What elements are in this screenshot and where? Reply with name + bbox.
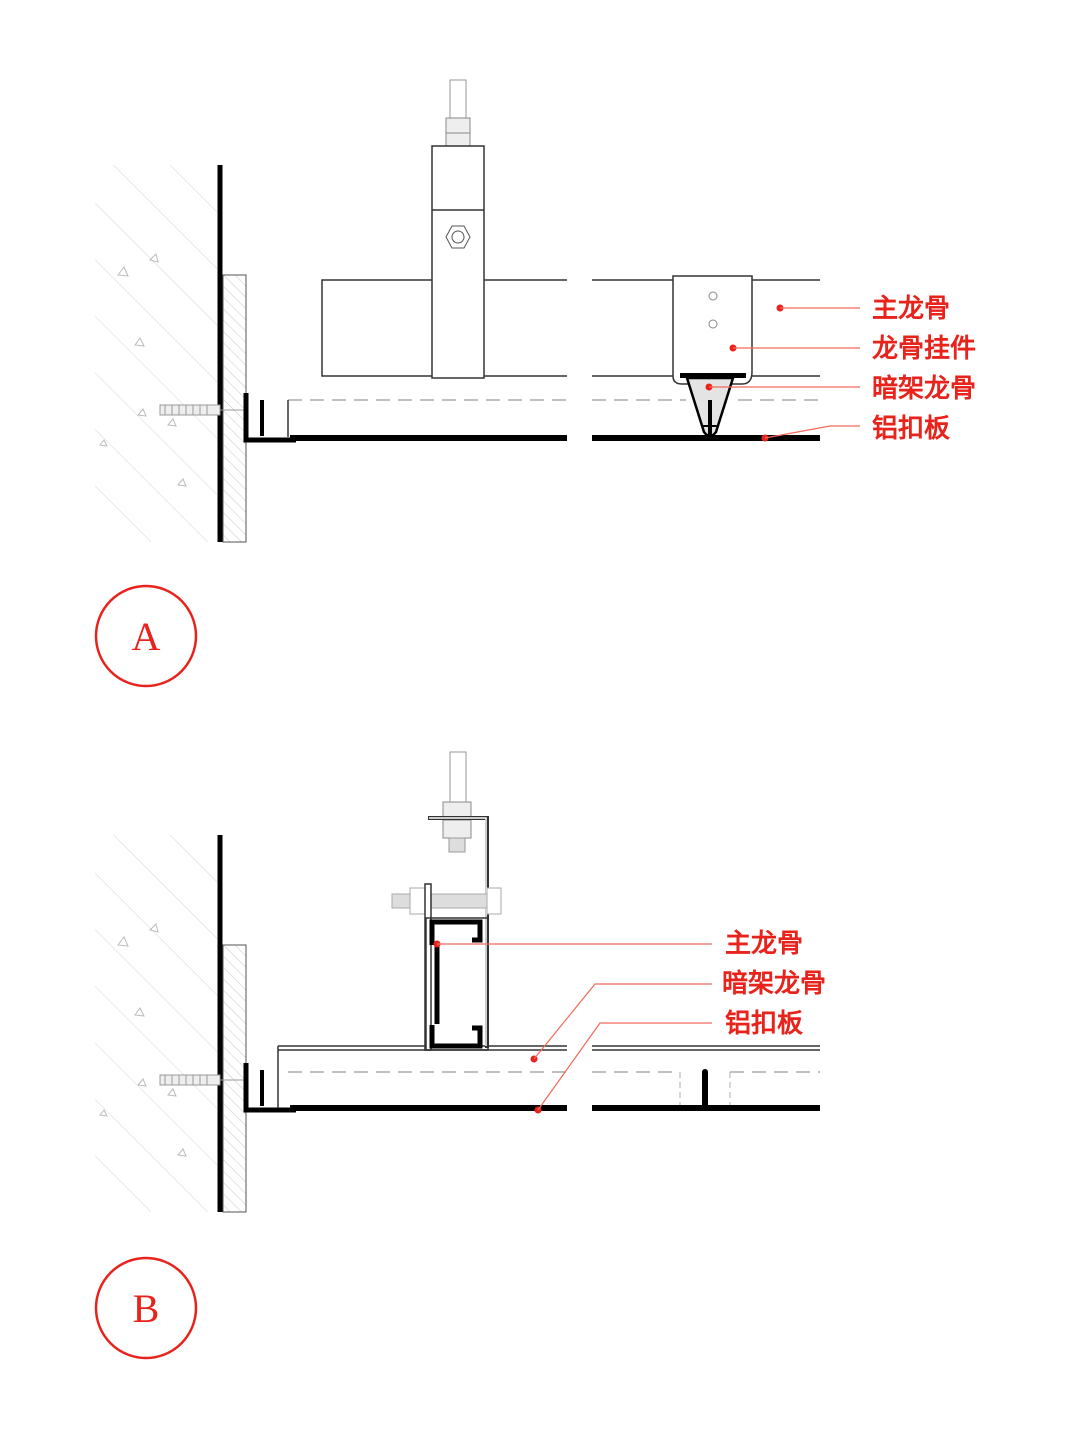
main-runner-c-channel	[425, 917, 489, 1051]
label-aluminum-panel: 铝扣板	[872, 414, 950, 444]
label-aluminum-panel-b: 铝扣板	[725, 1009, 803, 1039]
bolt-b	[391, 887, 502, 915]
hanger-rod-b	[442, 751, 472, 853]
leaders-b	[433, 940, 712, 1114]
section-marker-b-label: B	[133, 1286, 160, 1331]
runner-clip	[672, 275, 753, 438]
section-marker-a	[94, 584, 198, 688]
section-marker-a-label: A	[132, 614, 161, 659]
label-main-runner: 主龙骨	[872, 294, 950, 324]
leaders-a	[705, 304, 860, 442]
label-concealed-runner-b: 暗架龙骨	[722, 969, 826, 999]
label-runner-hanger: 龙骨挂件	[872, 334, 976, 364]
section-b: 主龙骨 暗架龙骨 铝扣板 B	[94, 751, 826, 1360]
hanger-bracket	[431, 145, 485, 379]
section-a: 主龙骨 龙骨挂件 暗架龙骨 铝扣板 A	[94, 79, 976, 688]
section-marker-b	[94, 1256, 198, 1360]
label-main-runner-b: 主龙骨	[725, 929, 803, 959]
label-concealed-runner: 暗架龙骨	[872, 374, 976, 404]
